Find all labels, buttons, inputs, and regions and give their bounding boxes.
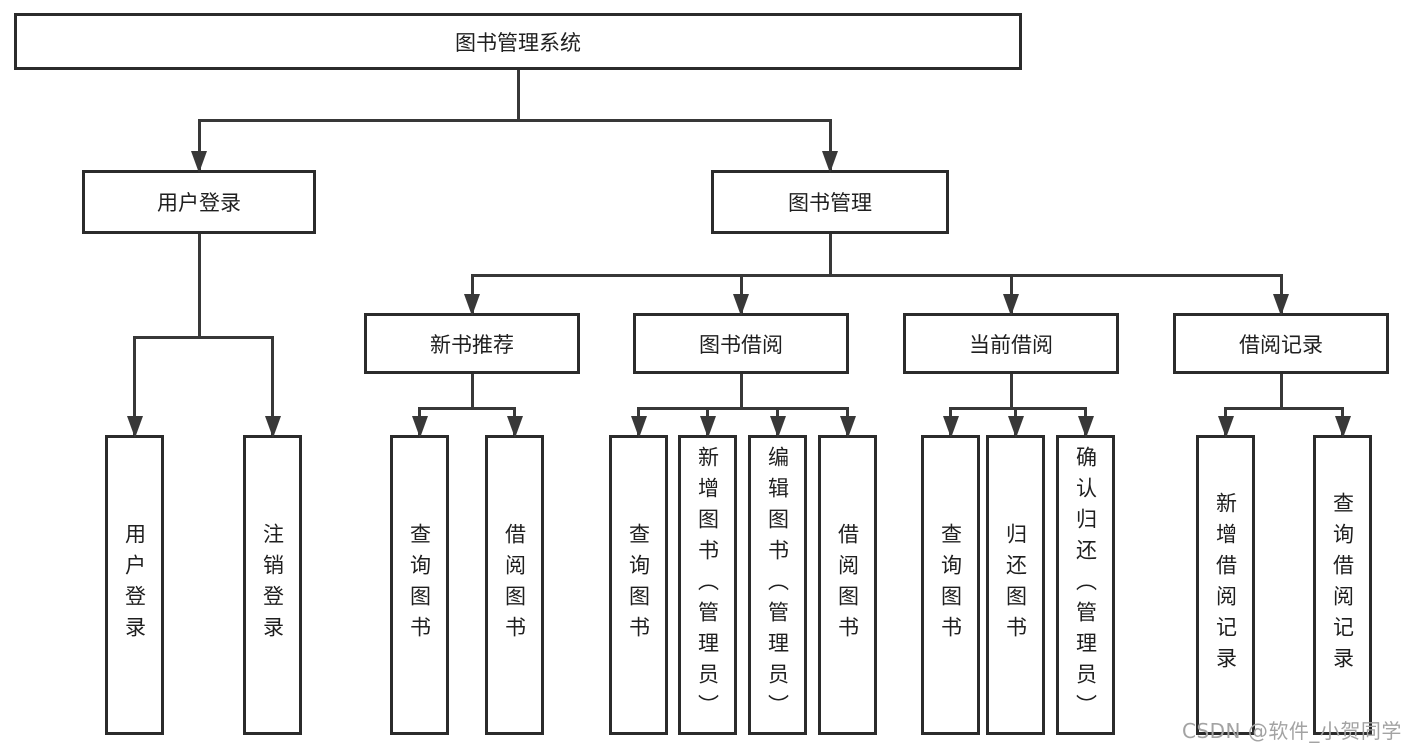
node-user-login: 用户登录 <box>82 170 316 234</box>
connector-drop <box>197 120 201 170</box>
connector-branch <box>133 335 274 339</box>
arrowhead-down-icon <box>1273 294 1289 316</box>
arrowhead-down-icon <box>126 416 143 438</box>
connector-branch <box>197 118 832 122</box>
node-nb-query: 查询图书 <box>390 435 449 735</box>
arrowhead-down-icon <box>506 416 523 438</box>
connector-branch <box>637 406 849 410</box>
arrowhead-down-icon <box>699 416 716 438</box>
node-cb-query: 查询图书 <box>921 435 980 735</box>
arrowhead-down-icon <box>264 416 281 438</box>
node-ul-login: 用户登录 <box>105 435 164 735</box>
connector-stem <box>828 234 832 275</box>
node-borrow-record: 借阅记录 <box>1173 313 1389 374</box>
node-ul-logout: 注销登录 <box>243 435 302 735</box>
arrowhead-down-icon <box>411 416 428 438</box>
connector-branch <box>418 406 516 410</box>
arrowhead-down-icon <box>1007 416 1024 438</box>
node-bb-borrow: 借阅图书 <box>818 435 877 735</box>
arrowhead-down-icon <box>733 294 749 316</box>
arrowhead-down-icon <box>942 416 959 438</box>
connector-drop <box>133 337 136 435</box>
node-cb-confirm: 确认归还（管理员） <box>1056 435 1115 735</box>
connector-branch <box>949 406 1087 410</box>
arrowhead-down-icon <box>769 416 786 438</box>
node-bb-edit: 编辑图书（管理员） <box>748 435 807 735</box>
connector-stem <box>470 374 474 408</box>
connector-stem <box>516 70 520 120</box>
watermark: CSDN @软件_小贺同学 <box>1182 719 1402 743</box>
connector-stem <box>739 374 743 408</box>
arrowhead-down-icon <box>464 294 480 316</box>
arrowhead-down-icon <box>1003 294 1019 316</box>
node-cb-return: 归还图书 <box>986 435 1045 735</box>
arrowhead-down-icon <box>1217 416 1234 438</box>
node-nb-borrow: 借阅图书 <box>485 435 544 735</box>
connector-branch <box>1224 406 1344 410</box>
arrowhead-down-icon <box>839 416 856 438</box>
arrowhead-down-icon <box>1334 416 1351 438</box>
connector-drop <box>271 337 274 435</box>
node-bb-query: 查询图书 <box>609 435 668 735</box>
node-root: 图书管理系统 <box>14 13 1022 70</box>
node-br-query: 查询借阅记录 <box>1313 435 1372 735</box>
connector-stem <box>197 234 201 337</box>
arrowhead-down-icon <box>191 151 207 173</box>
connector-stem <box>1009 374 1013 408</box>
arrowhead-down-icon <box>822 151 838 173</box>
arrowhead-down-icon <box>1077 416 1094 438</box>
connector-stem <box>1279 374 1283 408</box>
node-bb-add: 新增图书（管理员） <box>678 435 737 735</box>
node-br-add: 新增借阅记录 <box>1196 435 1255 735</box>
node-new-book: 新书推荐 <box>364 313 580 374</box>
connector-branch <box>470 273 1283 277</box>
arrowhead-down-icon <box>630 416 647 438</box>
node-book-mgmt: 图书管理 <box>711 170 949 234</box>
node-current-borrow: 当前借阅 <box>903 313 1119 374</box>
node-book-borrow: 图书借阅 <box>633 313 849 374</box>
connector-drop <box>828 120 832 170</box>
